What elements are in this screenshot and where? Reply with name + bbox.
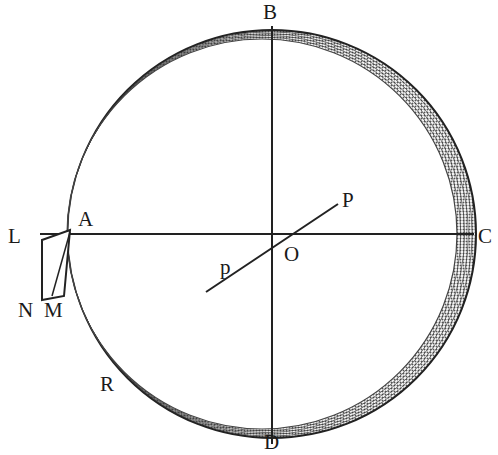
point-letter: P <box>342 190 354 211</box>
point-letter: B <box>263 2 277 23</box>
point-letter: R <box>100 374 114 395</box>
point-letter: A <box>78 209 93 230</box>
axis-line <box>206 204 338 292</box>
point-letter: O <box>284 244 299 265</box>
point-letter: D <box>264 432 279 453</box>
block-diagonal <box>52 232 70 296</box>
block <box>42 230 70 300</box>
point-letter: C <box>478 226 492 247</box>
point-letter: M <box>44 300 63 321</box>
point-letter: N <box>18 300 33 321</box>
point-letter: p <box>220 257 231 278</box>
horizontal-diameter <box>40 233 474 235</box>
point-letter: L <box>8 226 21 247</box>
